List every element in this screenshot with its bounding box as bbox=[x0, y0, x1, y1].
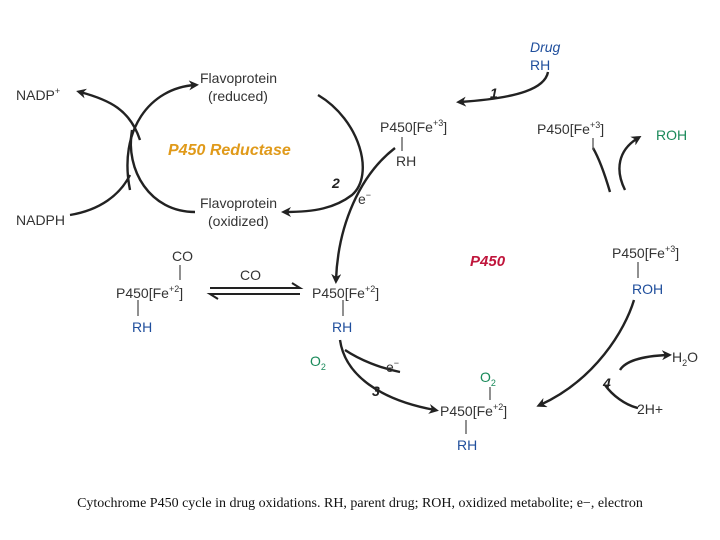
p450-cycle-diagram: Drug RH 1 NADP+ NADPH Flavoprotein (redu… bbox=[16, 39, 698, 453]
p450-reductase-label: P450 Reductase bbox=[168, 142, 291, 159]
roh-right-label: ROH bbox=[632, 281, 663, 297]
electron-label-2: e− bbox=[386, 358, 399, 375]
arc-right-connect bbox=[591, 147, 612, 193]
nadph-label: NADPH bbox=[16, 212, 65, 228]
arc-right-lower bbox=[536, 299, 636, 408]
h-plus-label: 2H+ bbox=[637, 401, 663, 417]
step2-label: 2 bbox=[331, 175, 340, 191]
arc-reductase-right bbox=[281, 93, 364, 217]
arc-o2-in bbox=[344, 349, 401, 374]
rh-center-label: RH bbox=[332, 319, 352, 335]
co-arrow-label: CO bbox=[240, 267, 261, 283]
arc-right-upper bbox=[618, 135, 642, 191]
p450-fe2-rh-complex: P450[Fe+2] bbox=[312, 284, 379, 301]
electron-label-1: e− bbox=[358, 190, 371, 207]
co-top-label: CO bbox=[172, 248, 193, 264]
drug-label: Drug bbox=[530, 39, 561, 55]
arc-step4 bbox=[618, 350, 672, 371]
step4-label: 4 bbox=[602, 375, 611, 391]
step3-label: 3 bbox=[372, 383, 380, 399]
arc-left-upper bbox=[331, 147, 396, 284]
co-arrow-back bbox=[206, 293, 300, 300]
nadp-label: NADP+ bbox=[16, 86, 60, 103]
o2-bottom-label: O2 bbox=[480, 369, 496, 388]
p450-center-label: P450 bbox=[470, 253, 506, 270]
rh-left-label: RH bbox=[132, 319, 152, 335]
rh-top-label: RH bbox=[530, 57, 550, 73]
arc-reductase-bottom bbox=[129, 129, 196, 214]
arc-left-lower bbox=[338, 339, 439, 414]
rh-bottom-label: RH bbox=[457, 437, 477, 453]
arc-nadph-in bbox=[69, 174, 132, 217]
p450-fe3-roh-complex: P450[Fe+3] bbox=[612, 244, 679, 261]
p450-fe2-co-complex: P450[Fe+2] bbox=[116, 284, 183, 301]
h2o-label: H2O bbox=[672, 349, 698, 368]
co-arrow-forward bbox=[210, 282, 304, 289]
p450-fe3-rh-complex: P450[Fe+3] bbox=[380, 118, 447, 135]
arc-h-plus bbox=[604, 384, 639, 410]
step1-label: 1 bbox=[490, 85, 498, 101]
rh-upper-label: RH bbox=[396, 153, 416, 169]
flavoprotein-reduced-line1: Flavoprotein bbox=[200, 70, 277, 86]
roh-out-label: ROH bbox=[656, 127, 687, 143]
flavoprotein-oxidized-line2: (oxidized) bbox=[208, 213, 269, 229]
flavoprotein-reduced-line2: (reduced) bbox=[208, 88, 268, 104]
p450-fe2-o2-complex: P450[Fe+2] bbox=[440, 402, 507, 419]
arc-nadp-out bbox=[76, 88, 142, 141]
o2-left-label: O2 bbox=[310, 353, 326, 372]
p450-fe3-product-complex: P450[Fe+3] bbox=[537, 120, 604, 137]
figure-caption: Cytochrome P450 cycle in drug oxidations… bbox=[77, 496, 643, 511]
arc-step1 bbox=[456, 71, 550, 107]
arc-reductase-top bbox=[126, 80, 199, 191]
flavoprotein-oxidized-line1: Flavoprotein bbox=[200, 195, 277, 211]
